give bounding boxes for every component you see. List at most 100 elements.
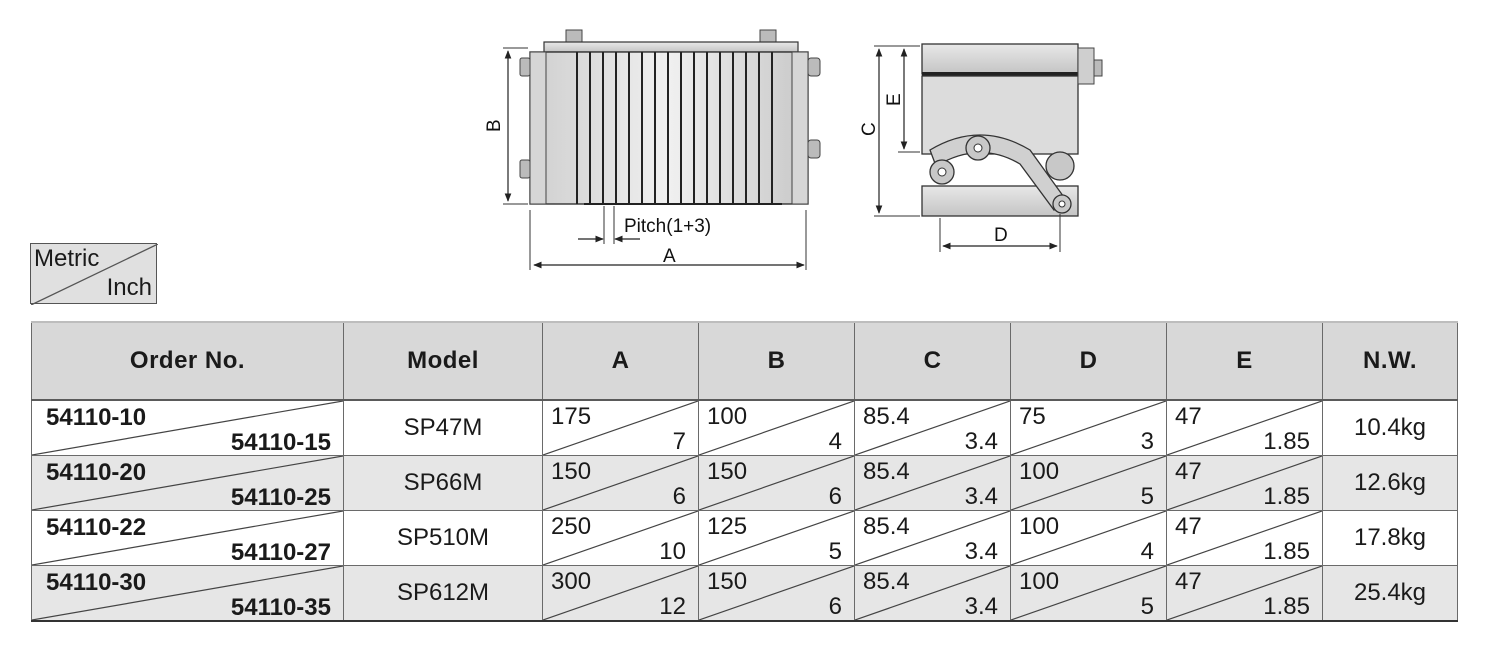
dim-d-cell: 100 5 xyxy=(1010,565,1167,622)
header-d: D xyxy=(1010,321,1167,401)
header-b: B xyxy=(698,321,855,401)
cell-diagonal xyxy=(1011,511,1166,565)
order-no-metric: 54110-30 xyxy=(46,569,147,596)
dim-a-inch: 6 xyxy=(672,483,686,510)
cell-diagonal xyxy=(1167,456,1322,510)
dim-e-inch: 1.85 xyxy=(1263,593,1310,620)
dim-a-metric: 250 xyxy=(551,513,592,540)
cell-diagonal xyxy=(1167,511,1322,565)
technical-drawing: A Pitch(1+3) B C xyxy=(484,29,1103,270)
model-cell: SP510M xyxy=(343,510,543,566)
cell-diagonal xyxy=(699,566,854,620)
dim-a-inch: 12 xyxy=(659,593,686,620)
dim-e-metric: 47 xyxy=(1175,568,1202,595)
header-e: E xyxy=(1166,321,1323,401)
cell-diagonal xyxy=(855,456,1010,510)
dim-e-metric: 47 xyxy=(1175,513,1202,540)
dim-e-metric: 47 xyxy=(1175,458,1202,485)
net-weight-cell: 25.4kg xyxy=(1322,565,1458,622)
dim-b-inch: 6 xyxy=(828,483,842,510)
dim-a-metric: 150 xyxy=(551,458,592,485)
dim-b-inch: 4 xyxy=(828,428,842,455)
cell-diagonal xyxy=(699,456,854,510)
legend-inch: Inch xyxy=(106,274,152,301)
dim-d-metric: 100 xyxy=(1019,458,1060,485)
dim-e-inch: 1.85 xyxy=(1263,483,1310,510)
order-no-metric: 54110-20 xyxy=(46,459,147,486)
net-weight-cell: 17.8kg xyxy=(1322,510,1458,566)
dim-c-inch: 3.4 xyxy=(964,538,998,565)
cell-diagonal xyxy=(1167,401,1322,455)
cell-diagonal xyxy=(699,401,854,455)
dim-c-inch: 3.4 xyxy=(964,593,998,620)
cell-diagonal xyxy=(1011,566,1166,620)
model-cell: SP612M xyxy=(343,565,543,622)
dim-b-inch: 6 xyxy=(828,593,842,620)
order-no-cell: 54110-30 54110-35 xyxy=(31,565,344,622)
dim-d-metric: 100 xyxy=(1019,513,1060,540)
dim-c-metric: 85.4 xyxy=(863,568,910,595)
dim-c-metric: 85.4 xyxy=(863,458,910,485)
side-view: C E D xyxy=(859,43,1103,252)
dim-c-metric: 85.4 xyxy=(863,513,910,540)
dim-d-metric: 100 xyxy=(1019,568,1060,595)
dim-b-metric: 150 xyxy=(707,458,748,485)
cell-diagonal xyxy=(543,511,698,565)
legend-diagonal xyxy=(31,244,158,305)
dim-a-cell: 250 10 xyxy=(542,510,699,566)
dim-e-inch: 1.85 xyxy=(1263,538,1310,565)
dim-b-metric: 150 xyxy=(707,568,748,595)
pitch-label: Pitch(1+3) xyxy=(624,216,711,237)
cell-diagonal xyxy=(1167,566,1322,620)
dim-label-c: C xyxy=(859,122,880,136)
unit-legend: Metric Inch xyxy=(30,243,158,305)
order-no-inch: 54110-35 xyxy=(230,594,331,621)
dim-b-inch: 5 xyxy=(828,538,842,565)
order-no-inch: 54110-25 xyxy=(230,484,331,511)
legend-metric: Metric xyxy=(34,245,100,272)
dim-c-inch: 3.4 xyxy=(964,483,998,510)
front-view: A Pitch(1+3) B xyxy=(484,29,821,270)
model-cell: SP66M xyxy=(343,455,543,511)
dim-a-inch: 10 xyxy=(659,538,686,565)
dim-d-inch: 5 xyxy=(1140,483,1154,510)
dim-d-inch: 5 xyxy=(1140,593,1154,620)
cell-diagonal xyxy=(855,511,1010,565)
order-no-cell: 54110-10 54110-15 xyxy=(31,399,344,456)
header-model: Model xyxy=(343,321,543,401)
table-header-row: Order No. Model A B C D E N.W. xyxy=(31,321,1458,401)
dim-b-cell: 100 4 xyxy=(698,399,855,456)
dim-a-inch: 7 xyxy=(672,428,686,455)
dim-label-e: E xyxy=(884,93,905,106)
net-weight-cell: 12.6kg xyxy=(1322,455,1458,511)
dim-d-metric: 75 xyxy=(1019,403,1046,430)
order-no-cell: 54110-20 54110-25 xyxy=(31,455,344,511)
header-order-no: Order No. xyxy=(31,321,344,401)
dim-label-a: A xyxy=(663,246,676,267)
header-a: A xyxy=(542,321,699,401)
cell-diagonal xyxy=(699,511,854,565)
net-weight-cell: 10.4kg xyxy=(1322,399,1458,456)
dim-b-metric: 100 xyxy=(707,403,748,430)
cell-diagonal xyxy=(32,456,343,510)
order-no-inch: 54110-15 xyxy=(230,429,331,456)
order-no-metric: 54110-10 xyxy=(46,404,147,431)
dim-label-d: D xyxy=(994,225,1008,246)
cell-diagonal xyxy=(543,401,698,455)
